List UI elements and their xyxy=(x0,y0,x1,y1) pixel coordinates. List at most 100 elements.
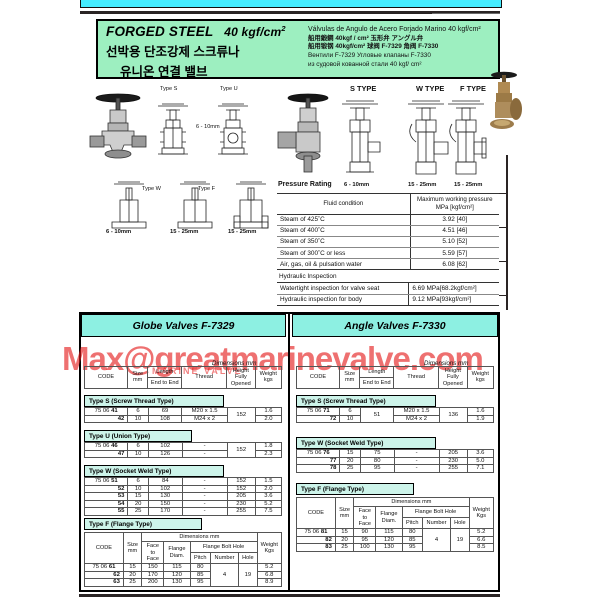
cell-length: 130 xyxy=(147,492,183,501)
globe-type-s-bar: Type S (Screw Thread Type) xyxy=(84,395,224,407)
code-suffix: 42 xyxy=(117,415,125,422)
hydraulic-inspection-table: Watertight inspection for valve seat 6.6… xyxy=(277,282,499,307)
cell-pitch: 95 xyxy=(189,578,211,587)
globe-type-u-label: Type U (Union Type) xyxy=(89,432,151,440)
globe-type-w-table: 75 06 51 6 84 - 152 1.5 52 10 102 - 152 … xyxy=(83,477,283,517)
code-suffix: 62 xyxy=(113,571,120,578)
header-length: Length xyxy=(359,366,395,378)
cell-length: 170 xyxy=(147,507,183,517)
angle-drawings-svg xyxy=(277,93,487,175)
cell-weight: 3.6 xyxy=(466,449,495,458)
cell-size: 25 xyxy=(334,543,355,552)
cell-number: 4 xyxy=(209,563,240,587)
globe-type-w-label: Type W (Socket Weld Type) xyxy=(89,467,172,475)
size-6-10-upper: 6 - 10mm xyxy=(196,124,220,130)
pressure-rating-table: Fluid condition Maximum working pressure… xyxy=(277,193,499,271)
cell-weight: 6.8 xyxy=(256,570,283,580)
title-en-text: FORGED STEEL xyxy=(106,24,214,39)
cell-diam: 115 xyxy=(163,563,191,572)
header-dimensions: Dimensions mm xyxy=(141,531,258,543)
cell-size: 6 xyxy=(127,442,149,451)
table-row: Steam of 400˚C 4.51 [46] xyxy=(277,225,499,237)
angle-type-s-table: 75 06 71 6 51 M20 x 1.5 136 1.6 72 10 M2… xyxy=(295,406,495,424)
cell-face: 170 xyxy=(141,570,165,580)
code-prefix: 75 06 xyxy=(92,564,108,570)
cell-weight: 7.5 xyxy=(254,507,283,517)
globe-heading-left: Globe xyxy=(132,319,163,332)
cell-pitch: 95 xyxy=(401,543,423,552)
cell-thread: - xyxy=(181,492,228,501)
cell-hydraulic-label: Hydraulic inspection for body xyxy=(277,294,410,307)
cell-hydraulic-label: Watertight inspection for valve seat xyxy=(277,282,410,295)
size-angle-2: 15 - 25mm xyxy=(408,182,437,188)
code-suffix: 77 xyxy=(329,457,337,464)
angle-type-w-bar: Type W (Socket Weld Type) xyxy=(296,437,436,449)
cell-code: 78 xyxy=(295,464,341,473)
top-rule-thin xyxy=(432,13,500,14)
translation-japanese: 船用鍛鋼 40kgf / cm² 玉形弁 アングル弁 xyxy=(308,34,424,42)
cell-size: 10 xyxy=(127,449,149,459)
cell-weight: 8.5 xyxy=(468,543,495,552)
table-row: 82 20 95 120 85 6.6 xyxy=(296,535,495,545)
cell-height: 152 xyxy=(226,406,256,424)
angle-type-w-table: 75 06 76 15 75 - 205 3.6 77 20 80 - 230 … xyxy=(295,449,495,473)
code-suffix: 53 xyxy=(117,493,125,500)
cell-face: 100 xyxy=(353,543,377,552)
cell-condition: Steam of 350˚C xyxy=(277,236,411,249)
angle-heading-right: Valves F-7330 xyxy=(376,319,446,332)
cell-weight: 5.0 xyxy=(466,456,495,466)
header-face-to-face: Face to Face xyxy=(353,506,377,529)
table-row: 52 10 102 - 152 2.0 xyxy=(83,484,283,494)
header-size: Size mm xyxy=(334,497,355,529)
table-row: 54 20 150 - 230 5.2 xyxy=(83,499,283,509)
globe-dim-caption: Dimensions mm xyxy=(212,360,257,367)
globe-flange-table: CODE Size mm Dimensions mm Weight Kgs Fa… xyxy=(84,531,283,587)
cell-condition: Steam of 300˚C or less xyxy=(277,247,411,260)
cell-pitch: 85 xyxy=(189,570,211,580)
translation-chinese: 船用锻钢 40kgf/cm² 球阀 F-7329 角阀 F-7330 xyxy=(308,43,439,51)
table-header-row-2: End to End xyxy=(297,376,494,389)
header-face-to-face: Face to Face xyxy=(141,541,165,564)
cell-code: 75 06 46 xyxy=(83,442,129,451)
size-angle-3: 15 - 25mm xyxy=(454,182,483,188)
cell-number: 4 xyxy=(421,528,452,552)
code-suffix: 46 xyxy=(111,443,118,449)
cell-code: 82 xyxy=(296,535,336,545)
code-suffix: 54 xyxy=(117,500,125,507)
cell-pressure: 5.59 [57] xyxy=(410,247,499,260)
cell-length: 150 xyxy=(147,499,183,509)
pressure-rating-caption: Pressure Rating xyxy=(278,181,332,188)
cell-pitch: 80 xyxy=(189,563,211,572)
angle-header-table: CODE Size mm Length Thread Height Fully … xyxy=(295,366,495,389)
globe-type-f-label: Type F (Flange Type) xyxy=(89,520,152,528)
globe-drawings-svg xyxy=(89,93,269,229)
size-globe-3: 15 - 25mm xyxy=(228,229,257,235)
code-suffix: 61 xyxy=(108,564,116,570)
title-block: FORGED STEEL 40 kgf/cm2 선박용 단조강제 스크류나 유니… xyxy=(96,19,500,79)
cell-face: 150 xyxy=(141,563,165,572)
cell-size: 15 xyxy=(122,563,143,572)
code-suffix: 78 xyxy=(329,465,337,472)
angle-section-heading: Angle Valves F-7330 xyxy=(292,314,498,337)
table-header-row: CODE Size mm Length Thread Height Fully … xyxy=(295,366,495,389)
table-row: 53 15 130 - 205 3.6 xyxy=(83,492,283,501)
cell-code: 63 xyxy=(84,578,124,587)
table-row: 78 25 95 - 255 7.1 xyxy=(295,464,495,473)
cell-code: 75 06 76 xyxy=(295,449,341,458)
table-header-row: CODE Size mm Length Thread Height Fully … xyxy=(83,366,283,389)
table-header-row-2: End to End xyxy=(85,376,282,389)
table-row: Steam of 350˚C 5.10 [52] xyxy=(277,236,499,249)
cell-size: 20 xyxy=(334,535,355,545)
cell-thread: - xyxy=(181,499,228,509)
table-row: 75 06 76 15 75 - 205 3.6 xyxy=(295,449,495,458)
cell-thread: - xyxy=(181,442,228,451)
cell-size: 10 xyxy=(127,484,149,494)
pressure-table-header: Fluid condition Maximum working pressure… xyxy=(277,193,499,215)
panel-underline xyxy=(79,594,500,597)
header-flange-diam: Flange Diam. xyxy=(163,541,191,564)
header-fluid-condition: Fluid condition xyxy=(277,193,411,215)
cell-pressure: 4.51 [46] xyxy=(410,225,499,237)
size-globe-2: 15 - 25mm xyxy=(170,229,199,235)
code-prefix: 75 06 xyxy=(94,478,110,484)
header-code: CODE xyxy=(84,532,124,564)
